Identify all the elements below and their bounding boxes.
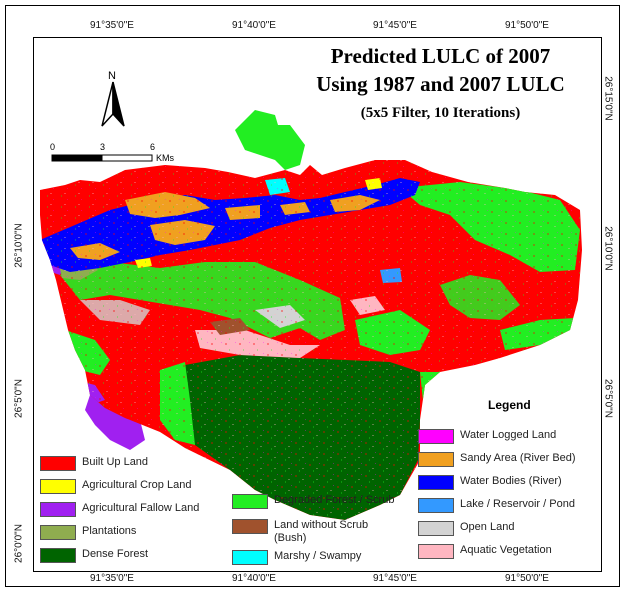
legend-item-water-logged: Water Logged Land bbox=[418, 429, 556, 444]
legend-swatch bbox=[418, 429, 454, 444]
map-title: Predicted LULC of 2007 Using 1987 and 20… bbox=[283, 42, 598, 126]
legend-item-built-up: Built Up Land bbox=[40, 456, 148, 471]
legend-title: Legend bbox=[488, 398, 531, 412]
scale-tick-3: 3 bbox=[100, 142, 106, 152]
legend-item-agri-crop: Agricultural Crop Land bbox=[40, 479, 191, 494]
legend-swatch bbox=[40, 548, 76, 563]
scale-tick-6: 6 bbox=[150, 142, 156, 152]
legend-swatch bbox=[418, 475, 454, 490]
legend-swatch bbox=[418, 498, 454, 513]
scale-unit: KMs bbox=[156, 153, 174, 163]
legend-item-agri-fallow: Agricultural Fallow Land bbox=[40, 502, 199, 517]
legend-label: Water Bodies (River) bbox=[460, 475, 562, 487]
bottom-lon-label-2: 91°40'0"E bbox=[232, 573, 276, 584]
bottom-lon-label-3: 91°45'0"E bbox=[373, 573, 417, 584]
title-line-3: (5x5 Filter, 10 Iterations) bbox=[360, 105, 521, 121]
top-lon-label-3: 91°45'0"E bbox=[373, 20, 417, 31]
north-label: N bbox=[108, 70, 116, 82]
top-lon-label-1: 91°35'0"E bbox=[90, 20, 134, 31]
legend-item-open-land: Open Land bbox=[418, 521, 514, 536]
legend-item-sandy-area: Sandy Area (River Bed) bbox=[418, 452, 576, 467]
legend-label: Agricultural Fallow Land bbox=[82, 502, 200, 514]
title-line-1: Predicted LULC of 2007 bbox=[330, 44, 551, 68]
legend-item-plantations: Plantations bbox=[40, 525, 136, 540]
legend-swatch bbox=[40, 525, 76, 540]
legend-swatch bbox=[40, 479, 76, 494]
legend-label: Land without Scrub (Bush) bbox=[274, 519, 369, 544]
legend-label: Plantations bbox=[82, 525, 137, 537]
title-line-2: Using 1987 and 2007 LULC bbox=[316, 72, 565, 96]
legend-label: Marshy / Swampy bbox=[274, 550, 362, 562]
legend-item-lake: Lake / Reservoir / Pond bbox=[418, 498, 575, 513]
scale-bar bbox=[51, 154, 153, 162]
legend-label: Dense Forest bbox=[82, 548, 149, 560]
legend-label: Open Land bbox=[460, 521, 515, 533]
legend-label: Built Up Land bbox=[82, 456, 149, 468]
legend-label: Sandy Area (River Bed) bbox=[460, 452, 576, 464]
legend-swatch bbox=[418, 452, 454, 467]
legend-item-degraded-forest: Degraded Forest / Scrub bbox=[232, 494, 394, 509]
legend-label: Aquatic Vegetation bbox=[460, 544, 552, 556]
top-lon-label-2: 91°40'0"E bbox=[232, 20, 276, 31]
legend-item-water-bodies: Water Bodies (River) bbox=[418, 475, 562, 490]
top-lon-label-4: 91°50'0"E bbox=[505, 20, 549, 31]
bottom-lon-label-4: 91°50'0"E bbox=[505, 573, 549, 584]
scale-tick-0: 0 bbox=[50, 142, 56, 152]
legend-swatch bbox=[232, 550, 268, 565]
legend-swatch bbox=[418, 521, 454, 536]
legend-item-marshy: Marshy / Swampy bbox=[232, 550, 361, 565]
legend-swatch bbox=[232, 519, 268, 534]
legend-item-aquatic-veg: Aquatic Vegetation bbox=[418, 544, 552, 559]
legend-label: Lake / Reservoir / Pond bbox=[460, 498, 575, 510]
legend-item-land-without-scrub: Land without Scrub (Bush) bbox=[232, 519, 402, 545]
bottom-lon-label-1: 91°35'0"E bbox=[90, 573, 134, 584]
legend-label: Degraded Forest / Scrub bbox=[274, 494, 395, 506]
legend-item-dense-forest: Dense Forest bbox=[40, 548, 148, 563]
legend-label: Water Logged Land bbox=[460, 429, 557, 441]
north-arrow-icon bbox=[101, 81, 125, 127]
legend-swatch bbox=[418, 544, 454, 559]
legend-label: Agricultural Crop Land bbox=[82, 479, 192, 491]
legend-swatch bbox=[40, 456, 76, 471]
legend-swatch bbox=[232, 494, 268, 509]
legend-swatch bbox=[40, 502, 76, 517]
outer-frame bbox=[5, 5, 620, 587]
